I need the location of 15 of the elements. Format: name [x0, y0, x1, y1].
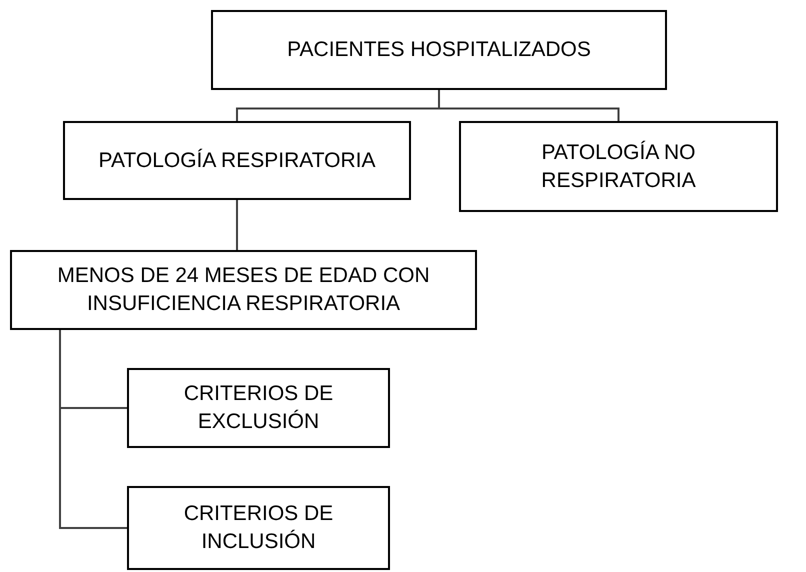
process-box — [127, 486, 390, 570]
connector-line — [59, 330, 127, 529]
process-box — [459, 121, 778, 212]
box-label: CRITERIOS DE INCLUSIÓN — [182, 501, 334, 555]
box-label: PATOLOGÍA RESPIRATORIA — [98, 148, 376, 174]
process-box — [63, 121, 411, 200]
connector-line — [236, 200, 238, 250]
box-label: MENOS DE 24 MESES DE EDAD CON INSUFICIENCIA RESPIRATORIA — [56, 263, 431, 317]
box-label: CRITERIOS DE EXCLUSIÓN — [182, 381, 334, 435]
box-label: PATOLOGÍA NO RESPIRATORIA — [540, 140, 697, 194]
connector-line — [438, 90, 620, 121]
process-box — [10, 250, 477, 330]
process-box — [211, 10, 667, 90]
process-box — [127, 368, 390, 448]
box-label: PACIENTES HOSPITALIZADOS — [287, 37, 591, 63]
